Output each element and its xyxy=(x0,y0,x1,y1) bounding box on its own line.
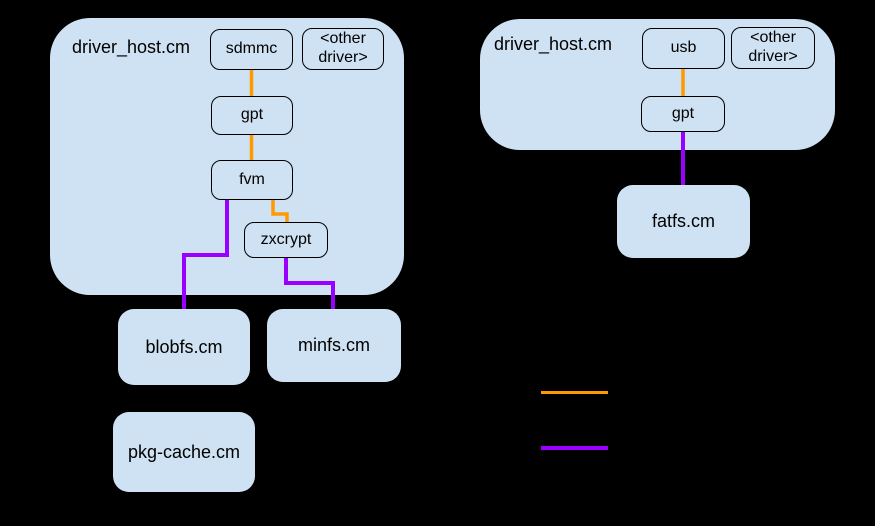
node-gpt-left: gpt xyxy=(211,96,293,135)
legend-purple-connector-line xyxy=(541,446,608,450)
node-sdmmc: sdmmc xyxy=(210,29,293,70)
node-other-driver-right: <other driver> xyxy=(731,27,815,69)
node-minfs: minfs.cm xyxy=(267,309,401,382)
node-fatfs: fatfs.cm xyxy=(617,185,750,258)
node-pkg-cache: pkg-cache.cm xyxy=(113,412,255,492)
driver-host-label-left: driver_host.cm xyxy=(72,37,191,57)
node-usb: usb xyxy=(642,28,725,69)
node-fvm: fvm xyxy=(211,160,293,200)
legend-orange-connector-line xyxy=(541,391,608,394)
node-blobfs: blobfs.cm xyxy=(118,309,250,385)
node-other-driver-left: <other driver> xyxy=(302,28,384,70)
node-zxcrypt: zxcrypt xyxy=(244,222,328,258)
driver-host-label-right: driver_host.cm xyxy=(494,34,613,54)
node-gpt-right: gpt xyxy=(641,96,725,132)
